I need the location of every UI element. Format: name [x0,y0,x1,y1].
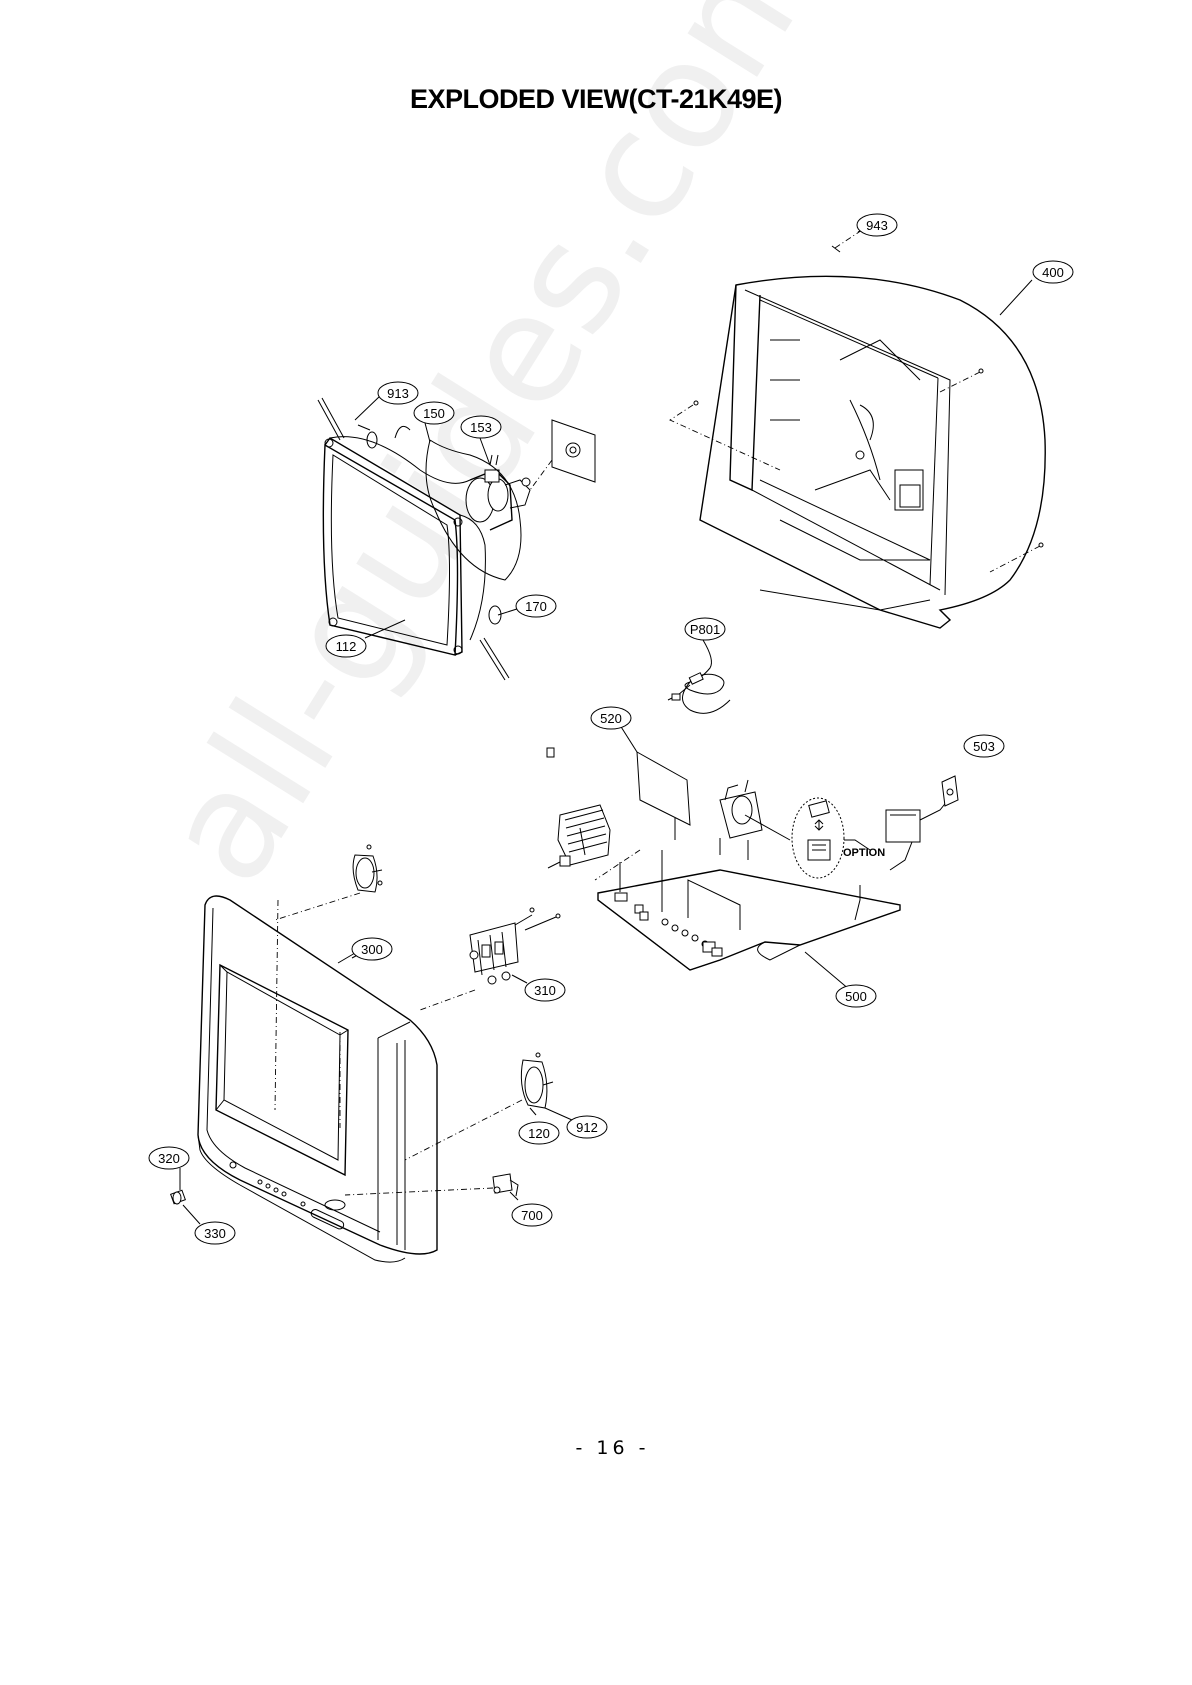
callout-943: 943 [857,214,897,236]
callout-label: 320 [158,1151,180,1166]
callout-310: 310 [525,979,565,1001]
callout-label: 700 [521,1208,543,1223]
callout-120: 120 [519,1122,559,1144]
power-knob-drawing [171,1190,186,1204]
crt-socket-board-drawing [530,420,595,490]
callout-912: 912 [567,1116,607,1138]
rear-cabinet-screws [670,230,1043,572]
callout-503: 503 [964,735,1004,757]
callout-p801: P801 [685,618,725,640]
power-cord-drawing [668,640,730,713]
callout-label: 120 [528,1126,550,1141]
callout-label: 913 [387,386,409,401]
callout-label: 300 [361,942,383,957]
callout-330: 330 [195,1222,235,1244]
callout-300: 300 [352,938,392,960]
flyback-transformer-drawing [720,780,790,860]
callout-913: 913 [378,382,418,404]
callout-500: 500 [836,985,876,1007]
callout-153: 153 [461,416,501,438]
main-pcb-drawing [595,850,900,990]
callout-label: 520 [600,711,622,726]
callout-label: 330 [204,1226,226,1241]
lower-speaker-drawing [405,1053,553,1160]
stray-marker-box [547,748,554,757]
power-module-drawing [886,776,958,870]
heatsink-drawing [548,805,610,868]
callout-label: 153 [470,420,492,435]
callout-label: 400 [1042,265,1064,280]
callout-700: 700 [512,1204,552,1226]
callout-label: 150 [423,406,445,421]
callout-label: P801 [690,622,720,637]
callout-label: 503 [973,739,995,754]
callout-520: 520 [591,707,631,729]
rear-cabinet-drawing [700,276,1045,628]
callout-label: 912 [576,1120,598,1135]
shield-plate-drawing [618,722,690,840]
callout-label: 943 [866,218,888,233]
callout-label: 500 [845,989,867,1004]
option-label: OPTION [843,847,885,859]
callout-label: 112 [336,639,357,654]
ir-sensor-drawing [345,1174,518,1196]
callout-320: 320 [149,1147,189,1169]
front-cabinet-drawing [198,896,437,1262]
callout-label: 310 [534,983,556,998]
upper-speaker-drawing [275,845,382,920]
page-number: - 16 - [0,1437,1192,1459]
callout-112: 112 [326,635,366,657]
callout-label: 170 [525,599,547,614]
callout-400: 400 [1033,261,1073,283]
callout-150: 150 [414,402,454,424]
callout-170: 170 [516,595,556,617]
option-module-drawing [792,798,870,878]
